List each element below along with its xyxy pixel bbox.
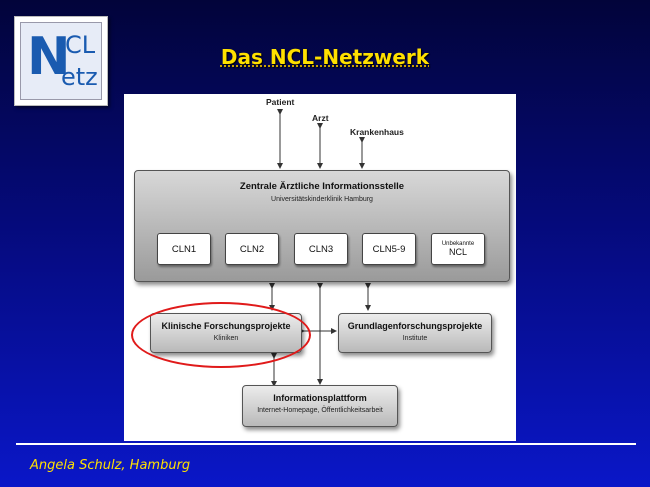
label-krankenhaus: Krankenhaus <box>350 127 404 137</box>
logo-letter-n: N <box>27 27 71 87</box>
info-title: Informationsplattform <box>273 393 367 403</box>
cln2-box: CLN2 <box>225 233 279 265</box>
slide-title-text: Das NCL-Netzwerk <box>220 45 430 69</box>
highlight-ellipse <box>131 302 311 368</box>
label-patient: Patient <box>266 97 295 107</box>
unbekannte-label: Unbekannte <box>441 241 475 247</box>
logo-letters-cl: CL <box>65 31 96 59</box>
cln3-box: CLN3 <box>294 233 348 265</box>
zentrale-box: Zentrale Ärztliche Informationsstelle Un… <box>134 170 510 282</box>
cln5-9-box: CLN5-9 <box>362 233 416 265</box>
grundlagen-title: Grundlagenforschungsprojekte <box>347 321 483 331</box>
footer-author: Angela Schulz, Hamburg <box>30 458 191 473</box>
grundlagen-box: Grundlagenforschungsprojekte Institute <box>338 313 492 353</box>
unbekannte-ncl-box: Unbekannte NCL <box>431 233 485 265</box>
ncl-netz-logo: N CL etz <box>14 16 108 106</box>
label-arzt: Arzt <box>312 113 329 123</box>
slide-title: Das NCL-Netzwerk <box>0 45 650 69</box>
info-box: Informationsplattform Internet-Homepage,… <box>242 385 398 427</box>
logo-inner: N CL etz <box>20 22 102 100</box>
zentrale-subtitle: Universitätskinderklinik Hamburg <box>271 196 373 203</box>
info-subtitle: Internet-Homepage, Öffentlichkeitsarbeit <box>257 407 383 414</box>
ncl-label: NCL <box>448 247 467 257</box>
zentrale-title: Zentrale Ärztliche Informationsstelle <box>239 181 405 192</box>
diagram-panel: Patient Arzt Krankenhaus Zentrale Ärztli… <box>124 94 516 441</box>
logo-letters-etz: etz <box>61 63 98 91</box>
cln1-box: CLN1 <box>157 233 211 265</box>
footer-divider <box>16 443 636 445</box>
grundlagen-subtitle: Institute <box>402 335 428 342</box>
